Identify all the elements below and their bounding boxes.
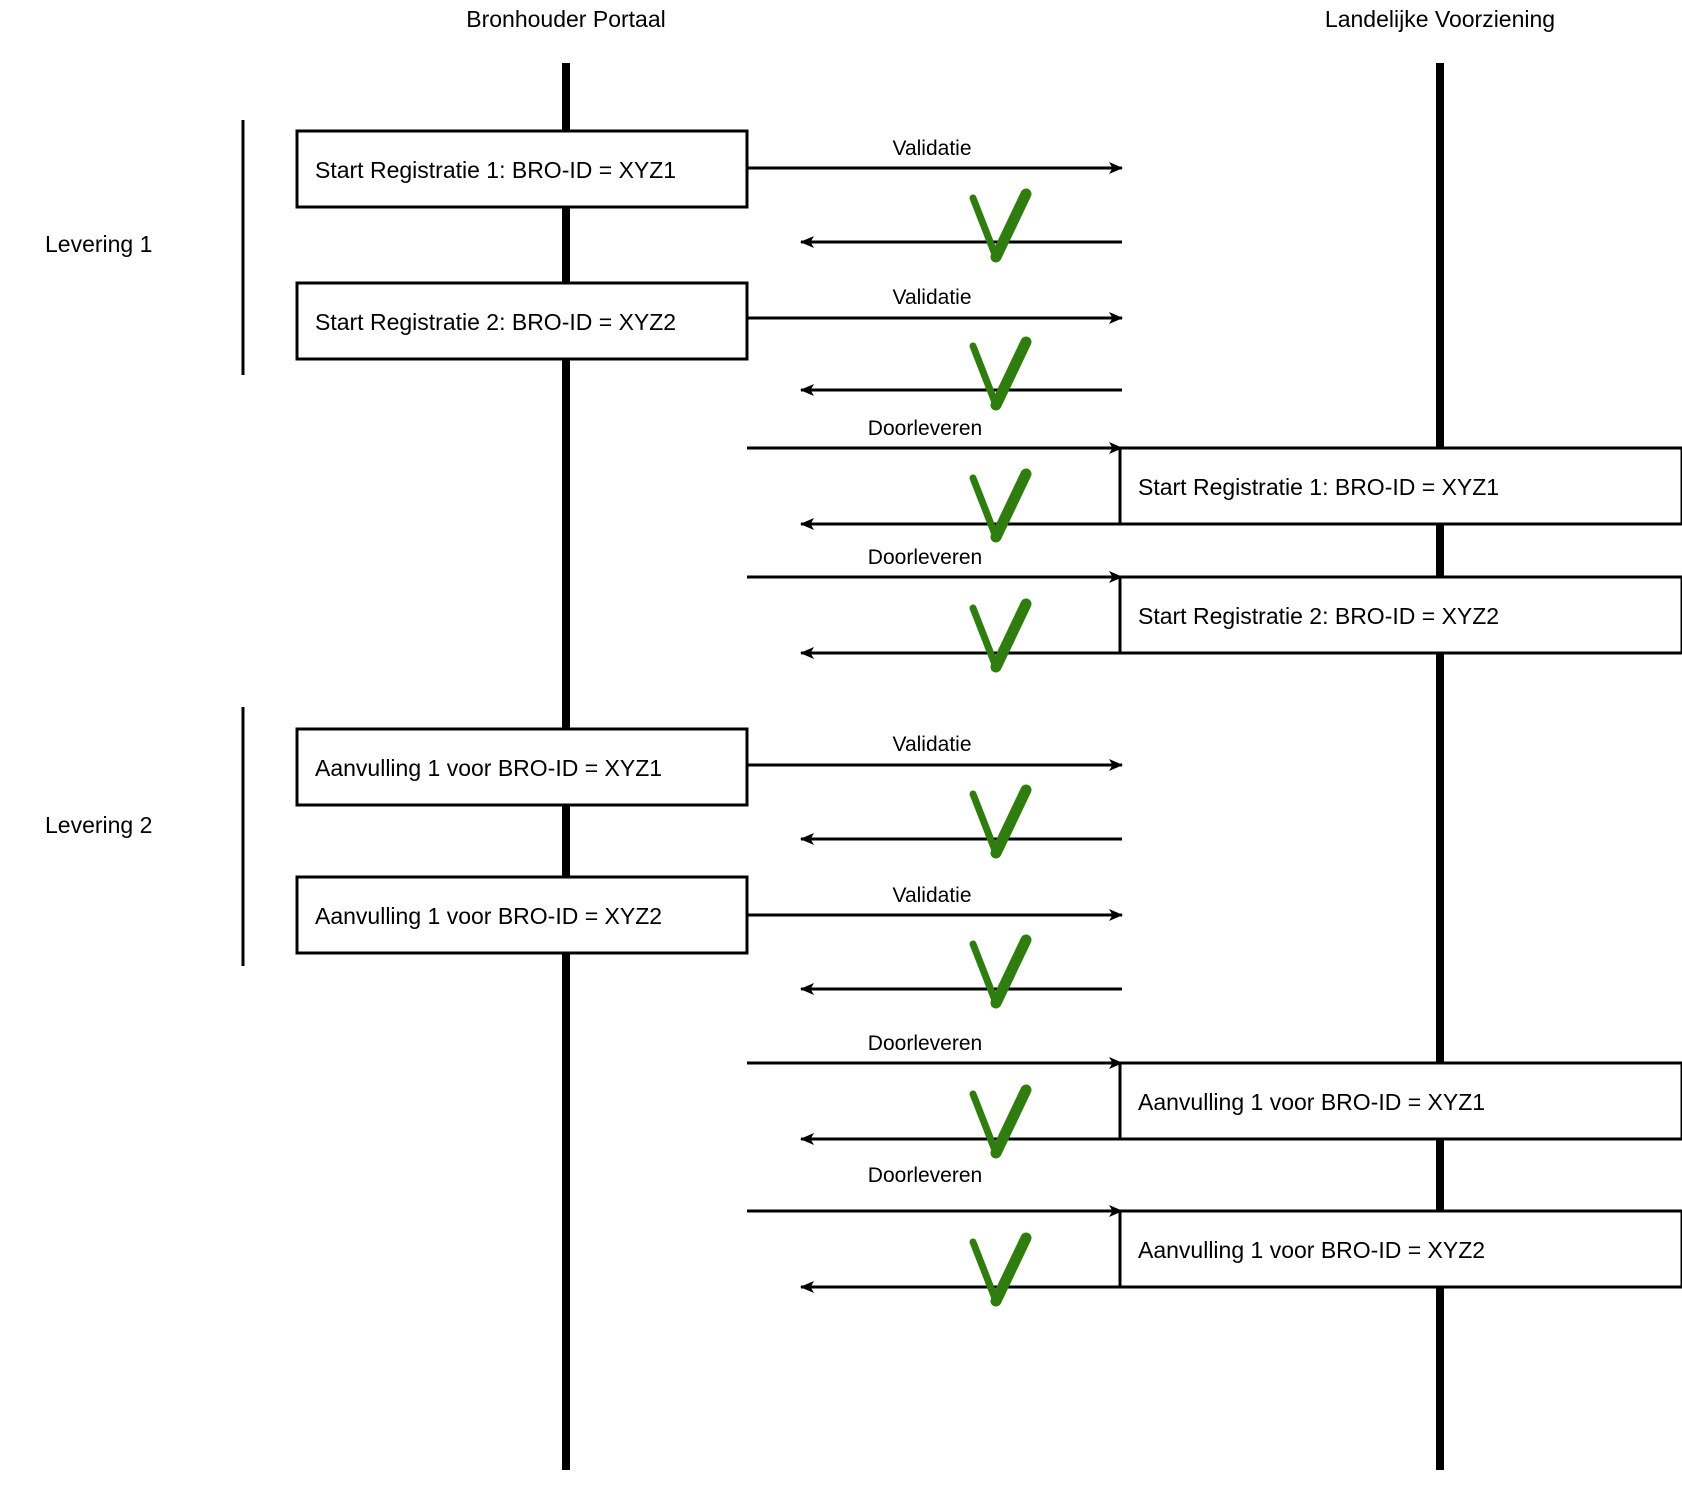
checkmark-stroke-left bbox=[969, 940, 1000, 1007]
checkmark-stroke-left bbox=[969, 474, 1000, 541]
checkmark-stroke-left bbox=[969, 790, 1000, 857]
message-box-box-aanvulling-1-xyz1-left: Aanvulling 1 voor BRO-ID = XYZ1 bbox=[295, 727, 749, 807]
checkmark-stroke-left bbox=[969, 604, 1000, 671]
box-rect-box-aanvulling-1-xyz2-right bbox=[1118, 1209, 1682, 1289]
box-label-box-start-reg-2-left: Start Registratie 2: BRO-ID = XYZ2 bbox=[315, 309, 676, 335]
arrow-label-msg-doorleveren-2: Doorleveren bbox=[868, 546, 982, 569]
lane-title-landelijke: Landelijke Voorziening bbox=[1325, 6, 1555, 32]
box-rect-box-aanvulling-1-xyz1-left bbox=[295, 727, 749, 807]
box-rect-box-aanvulling-1-xyz1-right bbox=[1118, 1061, 1682, 1141]
arrow-label-msg-doorleveren-1: Doorleveren bbox=[868, 417, 982, 440]
checkmark-stroke-left bbox=[969, 194, 1000, 261]
arrow-label-msg-doorleveren-3: Doorleveren bbox=[868, 1032, 982, 1055]
arrow-label-msg-validatie-3: Validatie bbox=[893, 733, 972, 756]
arrow-label-msg-validatie-4: Validatie bbox=[893, 884, 972, 907]
checkmark-stroke-right bbox=[990, 336, 1032, 411]
box-rect-box-start-reg-1-left bbox=[295, 129, 749, 209]
message-box-box-start-reg-1-left: Start Registratie 1: BRO-ID = XYZ1 bbox=[295, 129, 749, 209]
message-box-box-aanvulling-1-xyz1-right: Aanvulling 1 voor BRO-ID = XYZ1 bbox=[1118, 1061, 1682, 1141]
group-label-levering-1: Levering 1 bbox=[45, 231, 152, 257]
box-label-box-aanvulling-1-xyz1-left: Aanvulling 1 voor BRO-ID = XYZ1 bbox=[315, 755, 662, 781]
checkmark-stroke-left bbox=[969, 342, 1000, 409]
lane-titles: Bronhouder Portaal Landelijke Voorziening bbox=[466, 6, 1555, 32]
message-box-box-aanvulling-1-xyz2-right: Aanvulling 1 voor BRO-ID = XYZ2 bbox=[1118, 1209, 1682, 1289]
checkmark-stroke-right bbox=[990, 784, 1032, 859]
checkmark-stroke-right bbox=[990, 598, 1032, 673]
box-label-box-aanvulling-1-xyz2-right: Aanvulling 1 voor BRO-ID = XYZ2 bbox=[1138, 1237, 1485, 1263]
arrow-label-msg-validatie-1: Validatie bbox=[893, 137, 972, 160]
checkmark-check-validatie-2 bbox=[969, 336, 1032, 411]
box-label-box-aanvulling-1-xyz2-left: Aanvulling 1 voor BRO-ID = XYZ2 bbox=[315, 903, 662, 929]
box-label-box-start-reg-1-left: Start Registratie 1: BRO-ID = XYZ1 bbox=[315, 157, 676, 183]
checkmark-stroke-left bbox=[969, 1090, 1000, 1157]
checkmark-stroke-right bbox=[990, 1084, 1032, 1159]
message-box-box-aanvulling-1-xyz2-left: Aanvulling 1 voor BRO-ID = XYZ2 bbox=[295, 875, 749, 955]
group-label-levering-2: Levering 2 bbox=[45, 812, 152, 838]
message-box-box-start-reg-2-left: Start Registratie 2: BRO-ID = XYZ2 bbox=[295, 281, 749, 361]
box-rect-box-start-reg-1-right bbox=[1118, 446, 1682, 526]
checkmark-check-validatie-4 bbox=[969, 934, 1032, 1009]
checkmark-check-validatie-1 bbox=[969, 188, 1032, 263]
box-rect-box-start-reg-2-left bbox=[295, 281, 749, 361]
message-box-box-start-reg-1-right: Start Registratie 1: BRO-ID = XYZ1 bbox=[1118, 446, 1682, 526]
box-label-box-start-reg-2-right: Start Registratie 2: BRO-ID = XYZ2 bbox=[1138, 603, 1499, 629]
message-boxes: Start Registratie 1: BRO-ID = XYZ1Start … bbox=[295, 129, 1682, 1289]
checkmark-check-doorleveren-1 bbox=[969, 468, 1032, 543]
box-label-box-start-reg-1-right: Start Registratie 1: BRO-ID = XYZ1 bbox=[1138, 474, 1499, 500]
checkmark-check-validatie-3 bbox=[969, 784, 1032, 859]
checkmark-check-doorleveren-3 bbox=[969, 1084, 1032, 1159]
lane-title-bronhouder: Bronhouder Portaal bbox=[466, 6, 665, 32]
box-rect-box-aanvulling-1-xyz2-left bbox=[295, 875, 749, 955]
group-brackets: Levering 1 Levering 2 bbox=[45, 120, 245, 966]
checkmark-stroke-left bbox=[969, 1238, 1000, 1305]
arrow-label-msg-validatie-2: Validatie bbox=[893, 286, 972, 309]
checkmark-stroke-right bbox=[990, 188, 1032, 263]
validation-checkmarks bbox=[969, 188, 1032, 1307]
checkmark-stroke-right bbox=[990, 934, 1032, 1009]
checkmark-check-doorleveren-4 bbox=[969, 1232, 1032, 1307]
box-rect-box-start-reg-2-right bbox=[1118, 575, 1682, 655]
checkmark-stroke-right bbox=[990, 468, 1032, 543]
message-arrows: ValidatieValidatieDoorleverenDoorleveren… bbox=[747, 137, 1123, 1293]
checkmark-stroke-right bbox=[990, 1232, 1032, 1307]
box-label-box-aanvulling-1-xyz1-right: Aanvulling 1 voor BRO-ID = XYZ1 bbox=[1138, 1089, 1485, 1115]
arrow-label-msg-doorleveren-4: Doorleveren bbox=[868, 1164, 982, 1187]
message-box-box-start-reg-2-right: Start Registratie 2: BRO-ID = XYZ2 bbox=[1118, 575, 1682, 655]
checkmark-check-doorleveren-2 bbox=[969, 598, 1032, 673]
